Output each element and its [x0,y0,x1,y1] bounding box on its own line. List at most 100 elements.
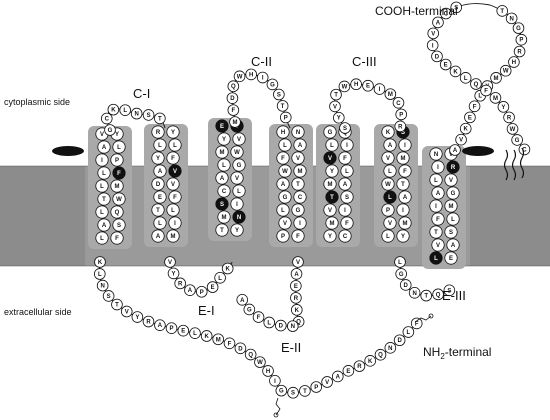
helix-residue [278,216,292,230]
helix-residue-letter: V [283,221,287,227]
helix-residue-letter: F [403,169,407,175]
helix-residue [429,147,443,161]
helix-residue-letter: F [343,156,347,162]
helix-residue [340,190,354,204]
loop-residue-letter: G [279,389,284,395]
loop-residue-letter: F [484,88,488,94]
cooh-terminal-label: COOH-terminal [375,4,458,18]
loop-residue-letter: W [257,360,263,366]
loop-residue-letter: T [115,303,119,309]
helix-residue [95,205,109,219]
helix-residue [166,151,180,165]
loop-residue [338,80,351,93]
helix-residue [110,231,124,245]
helix-residue-letter: Q [115,210,120,216]
loop-c1-label: C-I [133,86,150,101]
helix-residue [232,132,246,146]
helix-residue [338,177,352,191]
loop-residue [245,68,257,81]
loop-residue-letter: K [204,334,209,340]
helix-residue [398,216,412,230]
loop-residue [275,384,288,397]
helix-residue-letter: M [220,150,225,156]
helix-residue-letter: L [283,143,287,149]
helix-residue [278,164,292,178]
loop-c2-label: C-II [251,54,272,69]
loop-residue-letter: M [216,337,221,343]
helix-residue-letter: F [296,234,300,240]
helix-residue-letter: L [434,178,438,184]
loop-residue [394,120,407,133]
loop-residue [464,111,476,124]
glyco-sugar-1 [428,313,434,319]
glyco-branch-bottom [275,397,281,416]
helix-residue-letter: P [281,234,285,240]
loop-residue [195,285,208,298]
loop-residue [420,289,433,302]
nh2-terminal-text: -terminal [445,345,492,359]
helix-residue [151,125,165,139]
loop-residue [470,78,482,90]
loop-residue [333,111,345,124]
loop-residue-letter: R [146,320,151,326]
helix-residue [381,203,395,217]
loop-residue [227,104,240,116]
loop-residue-letter: R [294,296,299,302]
helix-residue-letter: F [171,156,175,162]
helix-residue-letter: V [388,221,392,227]
helix-residue-letter: P [386,208,390,214]
loop-backbone-4 [239,261,301,327]
loop-residue [262,365,274,377]
helix-residue-letter: L [330,143,334,149]
helix-residue [110,205,124,219]
loop-residue-letter: E [468,115,472,121]
loop-residue-letter: G [399,272,404,278]
loop-residue-letter: L [478,94,482,100]
helix-residue-letter: E [449,256,453,262]
helix-residue [431,212,445,226]
helix-residue-letter: T [330,195,334,201]
loop-residue [120,305,133,318]
helix-residue-letter: M [449,204,454,210]
helix-residue [444,251,458,265]
loop-residue-letter: G [270,82,275,88]
helix-residue-letter: W [282,169,288,175]
loop-residue [353,360,366,372]
helix-residue [112,166,126,180]
loop-residue-letter: P [170,326,174,332]
loop-residue-letter: Q [474,82,479,88]
helix-residue [325,216,339,230]
helix-residue-letter: L [117,145,121,151]
helix-residue [151,177,165,191]
loop-residue [254,356,266,368]
loop-residue [226,92,239,104]
helix-residue-letter: S [401,130,405,136]
loop-residue-letter: H [266,369,270,375]
loop-residue [233,70,246,83]
helix-residue [276,229,290,243]
helix-residue-letter: Y [330,169,334,175]
loop-residue-letter: N [100,284,104,290]
loop-residue-letter: I [379,87,381,93]
helix-residue [276,203,290,217]
loop-residue-letter: K [111,108,116,114]
helix-residue-letter: Y [222,137,226,143]
loop-residue-letter: L [464,76,468,82]
helix-residue-letter: R [156,130,161,136]
helix-residue [293,190,307,204]
loop-residue [119,104,131,116]
helix-residue [97,166,111,180]
loop-residue-letter: M [233,120,238,126]
loop-residue [518,143,531,156]
helix-residue-letter: L [158,143,162,149]
loop-residue-letter: K [368,359,373,365]
loop-residue-letter: L [193,331,197,337]
helix-residue-letter: L [173,143,177,149]
loop-residue-letter: Q [378,353,383,359]
loop-residue-letter: Y [172,271,176,277]
loop-residue-letter: C [522,147,527,153]
loop-residue [342,365,355,377]
loop-residue-letter: Q [296,320,301,326]
loop-residue-letter: V [431,31,435,37]
